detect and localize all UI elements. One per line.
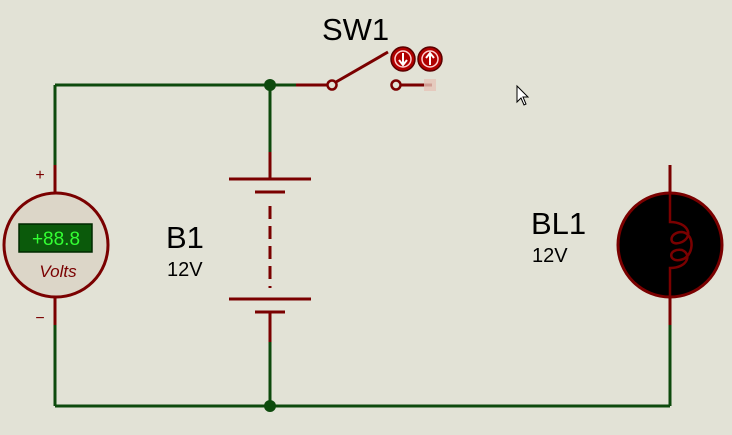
lamp-bl1[interactable]	[616, 165, 724, 325]
switch-contact-left	[326, 79, 338, 91]
voltmeter-reading: +88.8	[32, 229, 80, 250]
arrow-down-icon	[398, 53, 408, 67]
voltmeter-plus-sign: +	[35, 167, 44, 184]
switch-close-button[interactable]	[417, 46, 443, 72]
junction-dot-top	[264, 79, 276, 91]
voltmeter-minus-sign: −	[35, 310, 44, 327]
switch-blade[interactable]	[335, 50, 389, 84]
lamp-value: 12V	[532, 245, 568, 267]
switch-contact-right	[390, 79, 402, 91]
switch-open-button[interactable]	[390, 46, 416, 72]
battery-value: 12V	[167, 259, 203, 281]
mouse-pointer-icon	[516, 84, 530, 106]
voltmeter[interactable]: +88.8 Volts + −	[2, 165, 110, 327]
junction-dot-bottom	[264, 400, 276, 412]
wires	[53, 83, 672, 408]
voltmeter-lcd	[18, 223, 93, 253]
voltmeter-unit: Volts	[39, 262, 77, 281]
lamp-filament-icon	[668, 193, 693, 297]
switch-sw1[interactable]	[296, 50, 436, 91]
arrow-up-icon	[425, 51, 435, 65]
battery-label: B1	[166, 220, 204, 255]
lamp-label: BL1	[531, 206, 586, 241]
battery-b1[interactable]	[229, 152, 311, 342]
switch-label: SW1	[322, 12, 389, 47]
switch-pin-end	[424, 79, 436, 91]
